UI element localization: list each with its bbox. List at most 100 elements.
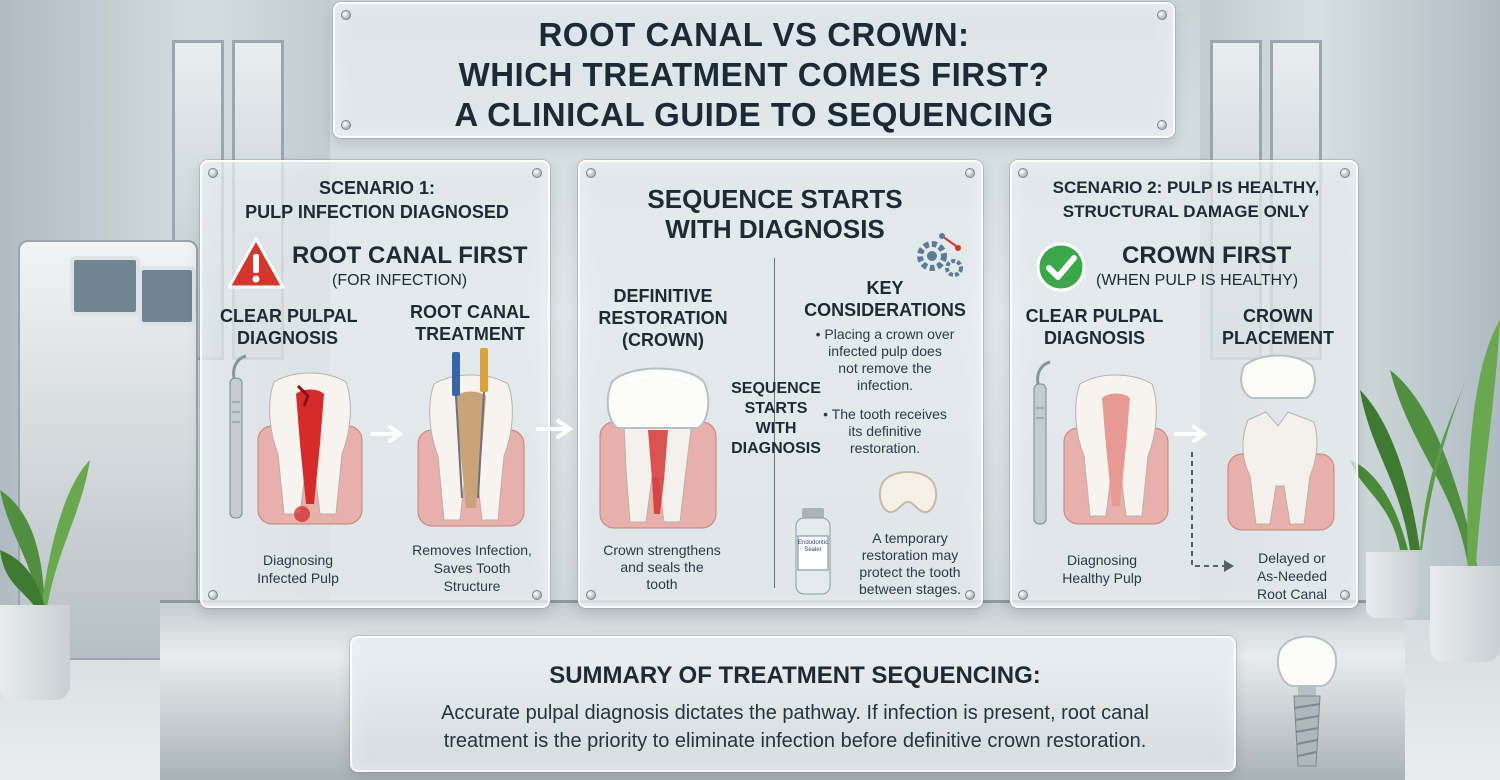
crown-caption-line1: Crown strengthens [603, 542, 721, 558]
dental-implant-icon [1276, 635, 1338, 767]
plant-pot [1366, 552, 1418, 618]
plant-pot [0, 605, 70, 700]
side-label-line2: STARTS [744, 400, 808, 417]
scenario2-step2-title-line2: PLACEMENT [1222, 328, 1334, 348]
screw-icon [1018, 168, 1028, 178]
scenario2-heading-line1: SCENARIO 2: PULP IS HEALTHY, [1052, 178, 1320, 197]
dental-probe-icon [229, 354, 247, 519]
page-title-line1: ROOT CANAL VS CROWN: [538, 16, 970, 53]
scenario2-step1-title-line1: CLEAR PULPAL [1025, 306, 1164, 326]
center-heading-line1: SEQUENCE STARTS [647, 184, 903, 214]
scenario1-step2-caption-line1: Removes Infection, [412, 542, 532, 558]
screw-icon [1340, 168, 1350, 178]
dental-probe-icon [1033, 360, 1051, 525]
scenario2-step2-caption-line1: Delayed or [1258, 550, 1326, 566]
screw-icon [586, 590, 596, 600]
healthy-tooth-icon [1063, 374, 1169, 525]
crown-placement-icon [1227, 354, 1335, 531]
scenario1-verdict-sub: (FOR INFECTION) [332, 272, 468, 289]
screw-icon [965, 590, 975, 600]
temp-restoration-line2: restoration may [861, 547, 959, 563]
center-restoration-line2: RESTORATION [598, 308, 728, 328]
bullet1-line1: • Placing a crown over [815, 326, 955, 342]
arrow-right-icon [1174, 425, 1208, 443]
machine-screen [70, 256, 140, 316]
scenario2-verdict: CROWN FIRST [1122, 242, 1292, 269]
gears-icon [917, 233, 963, 277]
root-canal-tooth-icon [417, 348, 525, 527]
scenario1-step2-title-line2: TREATMENT [415, 324, 525, 344]
screw-icon [532, 168, 542, 178]
screw-icon [586, 168, 596, 178]
screw-icon [1157, 120, 1167, 130]
center-restoration-line1: DEFINITIVE [613, 286, 713, 306]
screw-icon [1340, 590, 1350, 600]
key-considerations-title-line2: CONSIDERATIONS [804, 300, 966, 320]
screw-icon [1018, 590, 1028, 600]
scenario1-panel: SCENARIO 1: PULP INFECTION DIAGNOSED ROO… [200, 160, 550, 608]
plant-right [1350, 320, 1500, 580]
title-panel: ROOT CANAL VS CROWN: WHICH TREATMENT COM… [333, 2, 1175, 138]
temp-restoration-line3: protect the tooth [859, 564, 961, 580]
screw-icon [208, 168, 218, 178]
vial-label-line1: Endodontic [797, 540, 829, 546]
screw-icon [965, 168, 975, 178]
check-circle-icon [1036, 242, 1086, 292]
crowned-tooth-icon [599, 367, 717, 529]
center-heading-line2: WITH DIAGNOSIS [665, 214, 885, 244]
summary-line1: Accurate pulpal diagnosis dictates the p… [441, 702, 1149, 724]
plant-left [0, 460, 90, 620]
scenario2-step2-caption-line2: As-Needed [1256, 568, 1328, 584]
divider [774, 258, 775, 588]
arrow-right-icon [536, 419, 574, 439]
vial-label-line2: Sealer [804, 547, 822, 553]
scenario1-heading-line2: PULP INFECTION DIAGNOSED [245, 202, 509, 222]
page-title-line2: WHICH TREATMENT COMES FIRST? [458, 56, 1050, 93]
temp-restoration-line1: A temporary [872, 530, 948, 546]
scenario1-step1-caption-line2: Infected Pulp [257, 570, 339, 586]
summary-title: SUMMARY OF TREATMENT SEQUENCING: [549, 662, 1041, 689]
warning-triangle-icon [227, 237, 285, 289]
screw-icon [341, 120, 351, 130]
bullet1-line2: infected pulp does [828, 343, 942, 359]
summary-line2: treatment is the priority to eliminate i… [443, 730, 1147, 752]
scenario2-step1-title-line2: DIAGNOSIS [1043, 328, 1145, 348]
scenario2-step1-caption-line1: Diagnosing [1066, 552, 1138, 568]
side-label-line4: DIAGNOSIS [731, 440, 821, 457]
scenario1-step1-caption-line1: Diagnosing [262, 552, 334, 568]
scenario2-step1-caption-line2: Healthy Pulp [1062, 570, 1142, 586]
center-restoration-line3: (CROWN) [622, 330, 704, 350]
temporary-crown-icon [878, 471, 938, 514]
screw-icon [532, 590, 542, 600]
machine-screen [138, 266, 196, 326]
bullet1-line4: infection. [856, 377, 914, 393]
crown-caption-line2: and seals the [620, 559, 704, 575]
summary-panel: SUMMARY OF TREATMENT SEQUENCING: Accurat… [350, 636, 1236, 772]
scenario1-heading-line1: SCENARIO 1: [318, 178, 435, 198]
dashed-arrow-icon [1191, 452, 1234, 572]
center-panel: SEQUENCE STARTS WITH DIAGNOSIS DEFINITIV… [578, 160, 983, 608]
scenario2-verdict-sub: (WHEN PULP IS HEALTHY) [1096, 272, 1299, 289]
plant-pot [1430, 566, 1500, 662]
bullet2-line1: • The tooth receives [823, 406, 947, 422]
crown-caption-line3: tooth [646, 576, 678, 592]
scenario2-step2-title-line1: CROWN [1243, 306, 1313, 326]
screw-icon [1157, 10, 1167, 20]
scenario1-step2-caption-line2: Saves Tooth [433, 560, 511, 576]
page-title-line3: A CLINICAL GUIDE TO SEQUENCING [454, 96, 1054, 133]
scenario1-step1-title-line1: CLEAR PULPAL [220, 306, 358, 326]
side-label-line1: SEQUENCE [731, 380, 821, 397]
bullet2-line3: restoration. [849, 440, 921, 456]
bullet1-line3: not remove the [838, 360, 932, 376]
key-considerations-title-line1: KEY [866, 278, 904, 298]
scenario1-step2-title-line1: ROOT CANAL [410, 302, 530, 322]
scenario2-heading-line2: STRUCTURAL DAMAGE ONLY [1062, 202, 1310, 221]
arrow-right-icon [370, 425, 404, 443]
scenario1-step2-caption-line3: Structure [443, 578, 501, 594]
scenario2-step2-caption-line3: Root Canal [1256, 586, 1328, 602]
scenario2-panel: SCENARIO 2: PULP IS HEALTHY, STRUCTURAL … [1010, 160, 1358, 608]
side-label-line3: WITH [755, 420, 797, 437]
bullet2-line2: its definitive [848, 423, 922, 439]
sealer-vial-icon [795, 508, 831, 595]
screw-icon [208, 590, 218, 600]
